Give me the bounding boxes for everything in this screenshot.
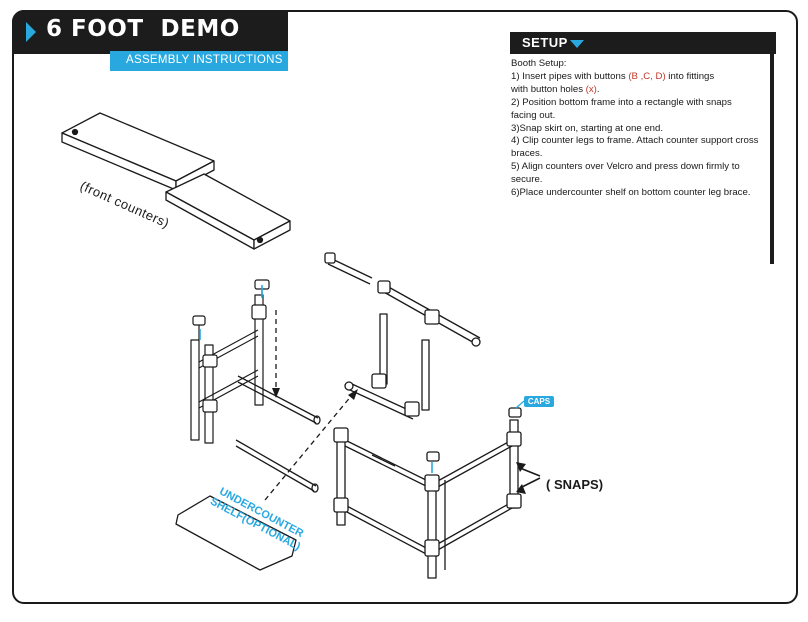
insertion-arrow-icon <box>199 285 433 473</box>
setup-instructions: Booth Setup: 1) Insert pipes with button… <box>511 58 769 200</box>
instruction-line: braces. <box>511 148 769 161</box>
arrow-head-icon <box>348 389 358 400</box>
instruction-line: secure. <box>511 174 769 187</box>
instruction-text: facing out. <box>511 109 556 121</box>
instruction-text: braces. <box>511 148 543 160</box>
instruction-line: 5) Align counters over Velcro and press … <box>511 161 769 174</box>
undercounter-shelf <box>175 495 297 571</box>
instruction-text: 6)Place undercounter shelf on bottom cou… <box>511 187 751 199</box>
counter-support-brace <box>377 280 481 347</box>
instruction-line: 1) Insert pipes with buttons (B ,C, D) i… <box>511 71 769 84</box>
front-counter-panel <box>165 173 291 250</box>
instruction-callout: (B ,C, D) <box>628 70 666 82</box>
subtitle-bar <box>110 51 288 71</box>
center-frame <box>344 313 430 420</box>
instruction-text: 5) Align counters over Velcro and press … <box>511 161 740 173</box>
setup-heading: SETUP <box>522 35 568 50</box>
instruction-text: 3)Snap skirt on, starting at one end. <box>511 122 663 134</box>
arrow-head-icon <box>272 388 280 398</box>
chevron-down-icon <box>570 40 584 48</box>
caps-label: CAPS <box>524 396 554 407</box>
instruction-text: 2) Position bottom frame into a rectangl… <box>511 96 732 108</box>
arrow-head-icon <box>516 462 526 472</box>
instruction-line: with button holes (x). <box>511 84 769 97</box>
instruction-text: secure. <box>511 174 543 186</box>
instruction-line: 3)Snap skirt on, starting at one end. <box>511 123 769 136</box>
title-bar <box>12 10 288 54</box>
instruction-text: into fittings <box>665 70 715 82</box>
instruction-text: Booth Setup: <box>511 58 567 69</box>
guide-arrow <box>264 310 353 501</box>
page-subtitle: ASSEMBLY INSTRUCTIONS <box>126 54 283 66</box>
setup-side-rule <box>770 32 774 264</box>
page-border <box>12 10 798 604</box>
instruction-text: . <box>596 83 600 95</box>
instruction-line: 6)Place undercounter shelf on bottom cou… <box>511 187 769 200</box>
counter-leg-frame <box>190 279 270 444</box>
arrow-head-icon <box>516 484 526 494</box>
instruction-line: Booth Setup: <box>511 58 769 71</box>
instruction-callout: (x) <box>585 83 597 95</box>
instruction-line: 2) Position bottom frame into a rectangl… <box>511 97 769 110</box>
instruction-text: 4) Clip counter legs to frame. Attach co… <box>511 135 759 147</box>
counter-support-brace <box>324 252 373 285</box>
cross-pipe <box>235 439 319 493</box>
snaps-label: ( SNAPS) <box>546 477 604 492</box>
cross-pipe <box>237 375 321 425</box>
page-title: 6 FOOT DEMO <box>46 16 240 42</box>
title-arrow-icon <box>26 22 36 42</box>
instruction-line: facing out. <box>511 110 769 123</box>
snaps-arrow-icon <box>519 467 541 489</box>
bottom-frame <box>333 407 522 579</box>
instruction-text: 1) Insert pipes with buttons <box>511 70 629 82</box>
caps-pointer <box>515 400 525 409</box>
instruction-text: with button holes <box>511 83 586 95</box>
setup-heading-bar <box>510 32 776 54</box>
instruction-line: 4) Clip counter legs to frame. Attach co… <box>511 135 769 148</box>
